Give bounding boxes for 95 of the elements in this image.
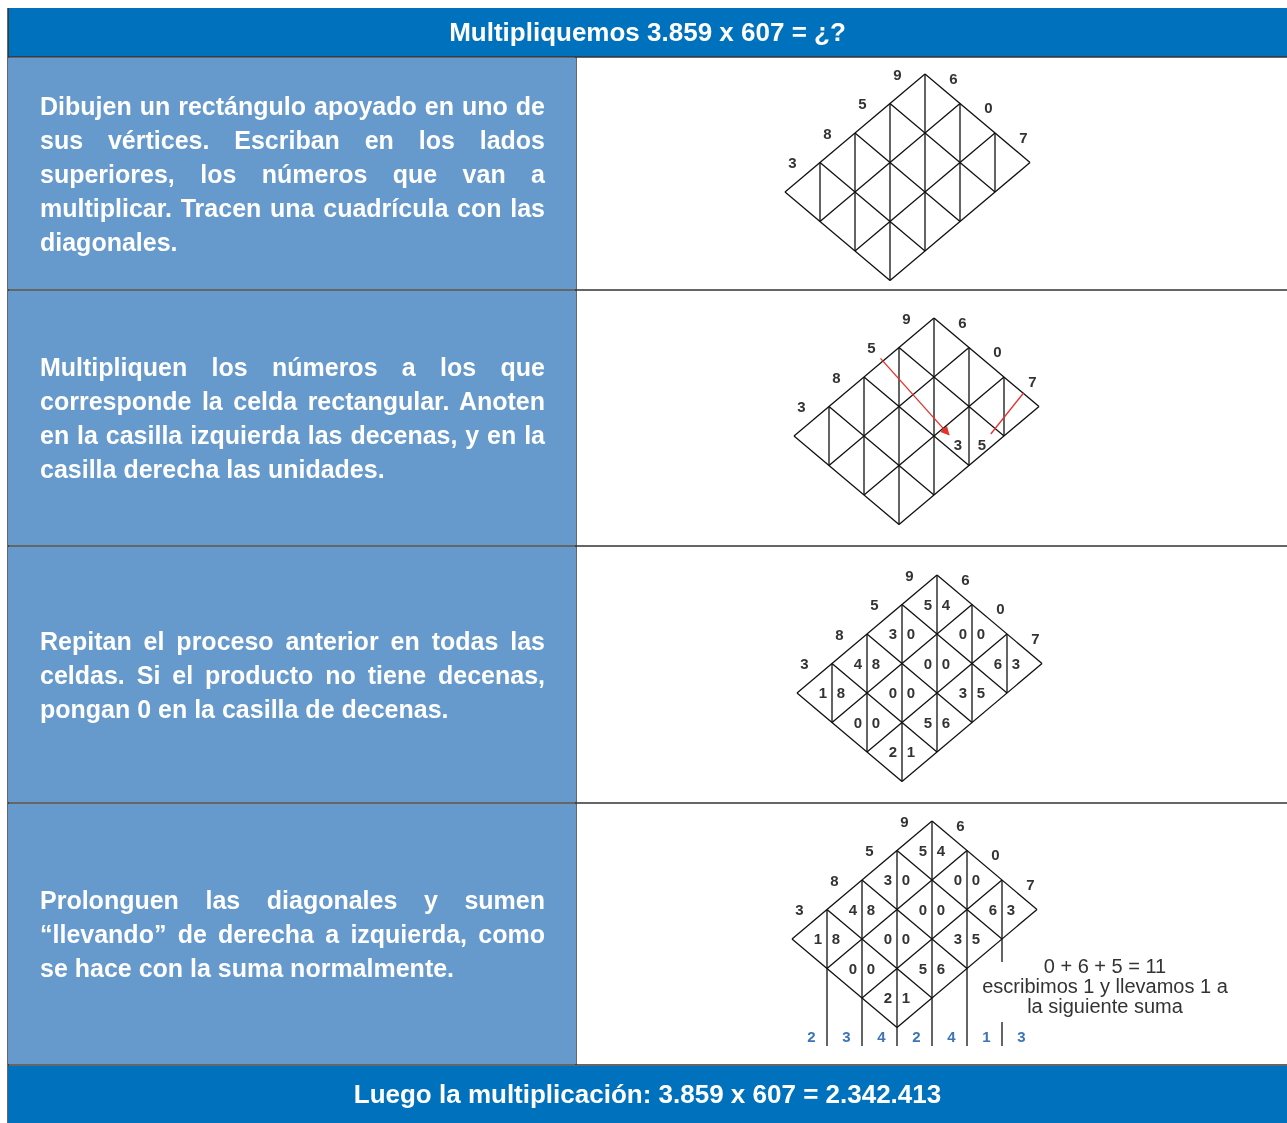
tens-digit: 2 [883, 989, 893, 1006]
multiplier-digit: 0 [993, 343, 1002, 361]
units-digit: 0 [906, 625, 916, 642]
multiplier-digit: 6 [949, 69, 958, 87]
tens-digit: 3 [953, 930, 963, 947]
result-digit: 4 [947, 1028, 956, 1045]
result-digit: 1 [982, 1028, 991, 1045]
digit-label: 3 [950, 435, 966, 455]
tens-digit: 0 [923, 654, 933, 672]
multiplicand-digit: 5 [870, 596, 879, 614]
multiplicand-digit: 9 [893, 65, 902, 83]
multiplicand-digit: 3 [797, 398, 806, 416]
units-digit: 0 [901, 871, 911, 888]
multiplicand-digit: 8 [832, 368, 841, 386]
multiplier-digit: 6 [961, 570, 970, 588]
multiplicand-digit: 8 [823, 124, 832, 142]
tens-digit: 0 [888, 684, 898, 701]
multiplier-digit: 0 [991, 846, 1000, 864]
instruction-text: Prolonguen las diagonales y sumen “llevando” de derecha a izquierda, como se hace con la suma normalmente. [40, 885, 545, 984]
multiplicand-digit: 9 [902, 309, 911, 327]
multiplier-digit: 7 [1026, 875, 1035, 893]
multiplier-digit: 6 [958, 313, 967, 331]
units-digit: 0 [901, 930, 911, 947]
units-digit: 5 [976, 684, 986, 701]
tens-digit: 5 [923, 713, 933, 731]
units-digit: 0 [941, 654, 951, 672]
units-digit: 8 [871, 654, 881, 672]
tens-digit: 3 [883, 871, 893, 888]
units-digit: 8 [866, 900, 876, 918]
title-banner: Multipliquemos 3.859 x 607 = ¿? [8, 8, 1287, 57]
tens-digit: 0 [918, 900, 928, 918]
tens-digit: 5 [923, 595, 933, 613]
tens-digit: 6 [993, 654, 1003, 672]
tens-digit: 4 [853, 654, 863, 672]
units-digit: 5 [971, 930, 981, 947]
multiplier-digit: 6 [956, 816, 965, 834]
result-digit: 3 [1017, 1028, 1026, 1045]
tens-digit: 3 [958, 684, 968, 701]
multiplier-digit: 0 [996, 600, 1005, 618]
multiplier-digit: 0 [984, 99, 993, 117]
units-digit: 1 [906, 743, 916, 760]
conclusion-banner: Luego la multiplicación: 3.859 x 607 = 2.342.413 [8, 1066, 1287, 1123]
multiplicand-digit: 3 [788, 154, 797, 172]
tens-digit: 0 [953, 871, 963, 888]
units-digit: 3 [1011, 654, 1021, 672]
digit-label: 7 [1024, 371, 1041, 392]
multiplicand-digit: 5 [858, 95, 867, 113]
multiplicand-digit: 9 [900, 812, 909, 830]
units-digit: 0 [866, 959, 876, 977]
multiplier-digit: 7 [1019, 128, 1028, 146]
tens-digit: 3 [888, 625, 898, 642]
result-digit: 3 [842, 1028, 851, 1045]
result-digit: 4 [877, 1028, 886, 1045]
multiplicand-digit: 3 [795, 901, 804, 919]
instruction-text: Repitan el proceso anterior en todas las celdas. Si el producto no tiene decenas, pongan 0 en la casilla de decenas. [40, 625, 545, 725]
tens-digit: 1 [818, 684, 828, 701]
multiplicand-digit: 9 [905, 566, 914, 584]
tens-digit: 0 [883, 930, 893, 947]
units-digit: 0 [906, 684, 916, 701]
sum-annotation: 0 + 6 + 5 = 11 [1042, 956, 1168, 976]
units-digit: 1 [901, 989, 911, 1006]
multiplicand-digit: 3 [800, 655, 809, 673]
units-digit: 6 [936, 959, 946, 977]
multiplicand-digit: 8 [835, 625, 844, 643]
tens-digit: 2 [888, 743, 898, 760]
multiplicand-digit: 8 [830, 871, 839, 889]
units-digit: 0 [976, 625, 986, 642]
units-digit: 4 [936, 841, 946, 859]
instruction-text: Dibujen un rectángulo apoyado en uno de sus vértices. Escriban en los lados superiores, los números que van a multiplicar. Tracen una cuadrícula con las diagonales. [40, 90, 545, 258]
result-digit: 2 [807, 1028, 816, 1045]
connector-line [990, 392, 1025, 435]
arrow [879, 357, 950, 436]
units-digit: 8 [831, 930, 841, 947]
multiplicand-digit: 5 [865, 842, 874, 860]
tens-digit: 0 [848, 959, 858, 977]
tens-digit: 4 [848, 900, 858, 918]
units-digit: 3 [1006, 900, 1016, 918]
result-digit: 2 [912, 1028, 921, 1045]
units-digit: 6 [941, 713, 951, 731]
tens-digit: 0 [958, 625, 968, 642]
tens-digit: 6 [988, 900, 998, 918]
units-digit: 0 [871, 713, 881, 731]
units-digit: 0 [971, 871, 981, 888]
digit-label: 5 [863, 338, 880, 359]
units-digit: 0 [936, 900, 946, 918]
multiplier-digit: 7 [1031, 629, 1040, 647]
tens-digit: 5 [918, 959, 928, 977]
digit-label: 5 [974, 435, 990, 455]
tens-digit: 1 [813, 930, 823, 947]
units-digit: 4 [941, 595, 951, 613]
carry-note: escribimos 1 y llevamos 1 a la siguiente suma [981, 976, 1229, 1016]
tens-digit: 0 [853, 713, 863, 731]
units-digit: 8 [836, 684, 846, 701]
tens-digit: 5 [918, 841, 928, 859]
instruction-text: Multipliquen los números a los que corresponde la celda rectangular. Anoten en la casilla izquierda las decenas, y en la casilla derecha las unidades. [40, 352, 545, 485]
